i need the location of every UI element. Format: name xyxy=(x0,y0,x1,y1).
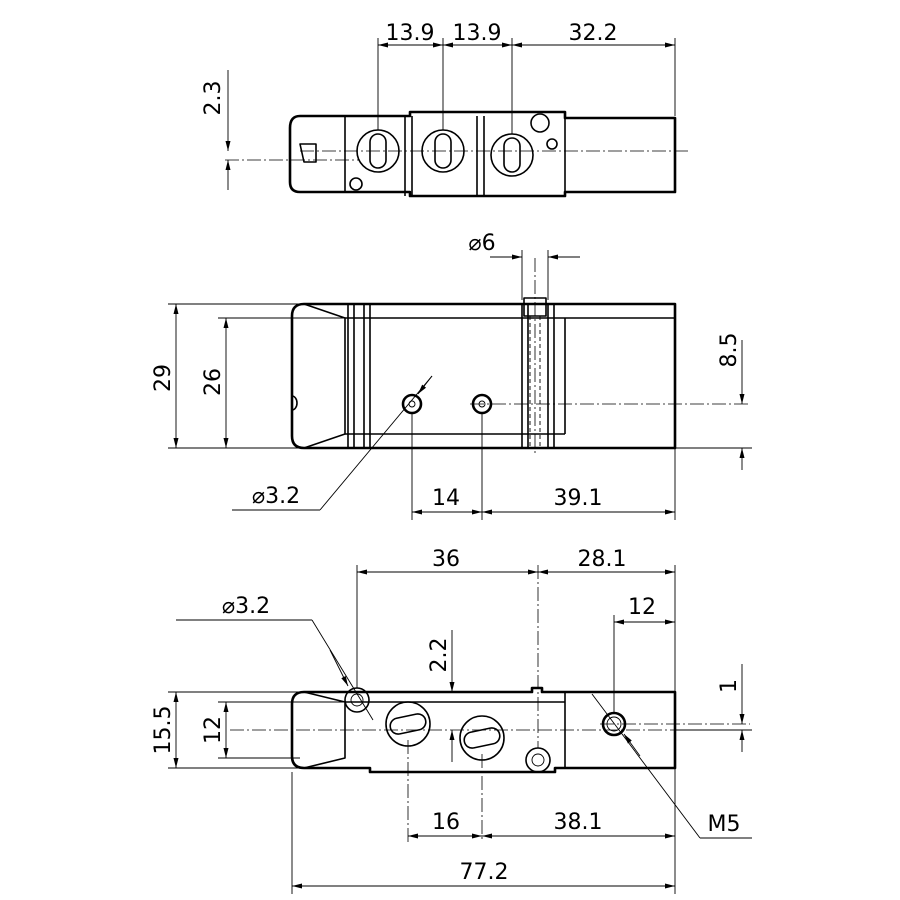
leader-arrow xyxy=(329,649,349,687)
dim-label: 2.3 xyxy=(201,81,226,116)
bottom-view-port-2 xyxy=(459,715,505,761)
dim-label: 12 xyxy=(201,716,226,744)
leader-line xyxy=(591,693,701,839)
bottom-view-mount-hole xyxy=(525,747,551,773)
dim-label: 1 xyxy=(717,679,742,693)
dim-label: 26 xyxy=(201,368,226,396)
leader-arrow xyxy=(417,375,433,395)
dim-label: ⌀6 xyxy=(468,231,495,256)
side-view-end-hole xyxy=(291,395,298,411)
dim-label: 32.2 xyxy=(569,21,618,46)
top-view-port-3 xyxy=(490,133,534,177)
dim-label: 12 xyxy=(628,595,656,620)
side-view-body-outline xyxy=(290,302,677,450)
thread-label: M5 xyxy=(708,812,741,837)
top-view-pilot-hole xyxy=(546,138,558,150)
dim-label: 16 xyxy=(432,810,460,835)
side-view-end-cap xyxy=(303,303,346,449)
bottom-view-body-outline xyxy=(290,686,677,774)
dim-label: 28.1 xyxy=(578,547,627,572)
dim-label: 2.2 xyxy=(427,638,452,673)
dim-label: ⌀3.2 xyxy=(222,594,270,619)
top-view-body-outline xyxy=(288,110,677,198)
dim-label: 29 xyxy=(151,364,176,392)
leader-arrow xyxy=(623,733,641,757)
leader-line xyxy=(311,619,374,721)
top-view-small-hole xyxy=(349,177,363,191)
leader-line xyxy=(319,375,433,511)
bottom-view-port-1 xyxy=(385,701,431,747)
dim-label: 14 xyxy=(432,486,460,511)
side-view-mount-hole xyxy=(401,393,423,415)
dim-label: 36 xyxy=(432,547,460,572)
side-view: ⌀6 29 26 8.5 ⌀3.2 14 39.1 xyxy=(151,231,752,520)
top-view: 13.9 13.9 32.2 2.3 xyxy=(201,21,690,198)
dim-label: 77.2 xyxy=(460,860,509,885)
dim-label: 39.1 xyxy=(554,486,603,511)
dim-label: 13.9 xyxy=(386,21,435,46)
bottom-view: ⌀3.2 36 28.1 12 2.2 15.5 12 1 16 xyxy=(151,547,752,894)
dim-label: 15.5 xyxy=(151,706,176,755)
top-view-mount-hole xyxy=(530,113,550,133)
dim-label: ⌀3.2 xyxy=(252,484,300,509)
dim-label: 8.5 xyxy=(717,333,742,368)
dim-label: 38.1 xyxy=(554,810,603,835)
top-view-end-slot xyxy=(299,143,317,163)
dim-label: 13.9 xyxy=(453,21,502,46)
